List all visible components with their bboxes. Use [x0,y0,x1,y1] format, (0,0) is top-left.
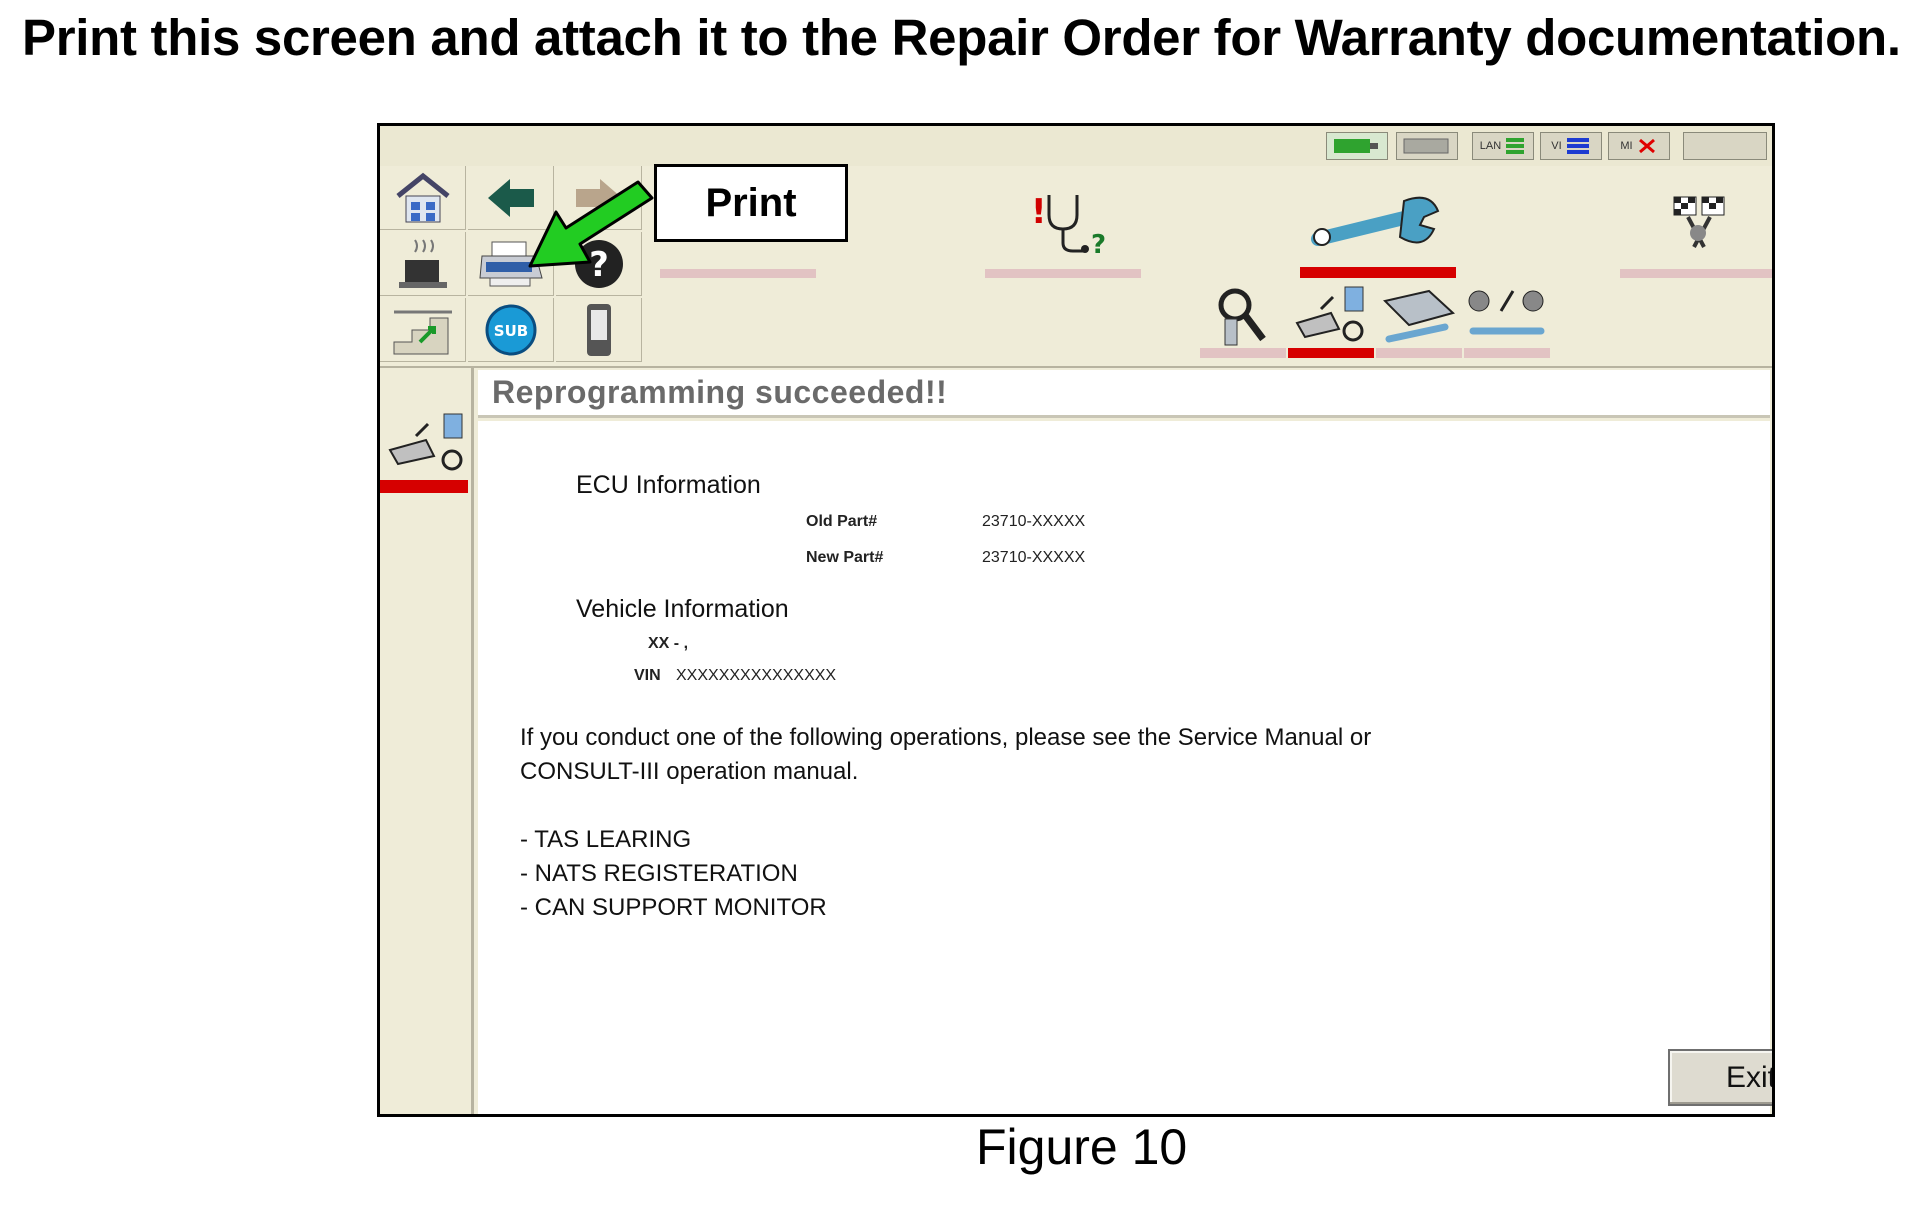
subtab-spark-plug[interactable] [1200,274,1286,358]
signal-bars-icon [1566,138,1589,154]
plug-icon [1334,139,1378,153]
battery-icon [1403,138,1449,154]
sub-icon: SUB [485,304,536,355]
exit-button[interactable]: Exit [1668,1049,1772,1106]
old-part-label: Old Part# [806,513,878,530]
callout-arrow [528,180,654,268]
new-part-label: New Part# [806,549,884,566]
subtab-work-support[interactable] [1464,274,1550,358]
list-item: - TAS LEARING [520,826,692,853]
status-bar: LAN VI MI [380,126,1772,166]
instruction-text: Print this screen and attach it to the R… [22,9,1901,66]
coffee-cup-icon [398,238,447,288]
lan-indicator: LAN [1472,132,1534,160]
vin-value: XXXXXXXXXXXXXXX [676,667,837,684]
blank-indicator [1683,132,1767,160]
vehicle-model: XX - , [648,635,689,652]
left-sidebar [380,368,474,1114]
svg-text:!: ! [1031,192,1047,232]
printer-icon [478,241,543,286]
list-item: - CAN SUPPORT MONITOR [520,894,827,921]
device-button[interactable] [556,298,642,362]
stethoscope-icon: !? [1031,192,1106,257]
figure-caption: Figure 10 [976,1119,1188,1175]
svg-text:?: ? [589,245,609,285]
ecu-info-heading: ECU Information [576,471,761,499]
tab-maintenance[interactable] [1620,166,1772,278]
subtab-ecu-tools[interactable] [1376,274,1462,358]
sub-mode-button[interactable]: SUB [468,298,554,362]
spark-plug-icon [1218,288,1266,346]
svg-text:SUB: SUB [493,322,527,340]
tab-blank [660,166,816,278]
old-part-value: 23710-XXXXX [982,513,1086,530]
screen-capture-button[interactable] [380,232,466,296]
consult-screen: LAN VI MI ? [377,123,1775,1117]
work-support-icon [1468,290,1545,335]
back-button[interactable] [468,166,554,230]
ecu-tool-icon [1383,289,1456,343]
new-part-value: 23710-XXXXX [982,549,1086,566]
vehicle-info-heading: Vehicle Information [576,595,789,623]
help-icon: ? [574,239,623,288]
battery-indicator [1396,132,1458,160]
home-button[interactable] [380,166,466,230]
home-icon [395,172,450,222]
mi-indicator: MI [1608,132,1670,160]
sidebar-active-indicator [380,480,468,493]
vi-connection-indicator [1326,132,1388,160]
settings-button[interactable] [380,298,466,362]
wrench-icon [1311,196,1440,246]
signal-bars-icon [1506,138,1525,154]
back-arrow-icon [487,178,534,217]
notice-line-2: CONSULT-III operation manual. [520,758,859,785]
sidebar-item-reprogramming[interactable] [384,408,470,478]
result-panel: ECU Information Old Part# 23710-XXXXX Ne… [478,421,1772,1114]
tab-repair[interactable] [1300,166,1456,278]
reprogramming-icon [388,413,463,471]
vin-label: VIN [634,667,661,684]
toolbar: ? SUB [380,166,645,366]
handset-icon [586,303,611,356]
subtab-reprogramming[interactable] [1288,274,1374,358]
notice-line-1: If you conduct one of the following oper… [520,724,1372,751]
list-item: - NATS REGISTERATION [520,860,798,887]
tab-diagnosis[interactable]: !? [985,166,1141,278]
print-callout: Print [654,164,848,242]
page-title: Reprogramming succeeded!! [478,370,1770,418]
svg-text:?: ? [1091,230,1106,257]
staircase-icon [393,310,452,354]
reprogramming-icon [1295,286,1364,342]
close-icon [1638,138,1655,154]
vi-indicator: VI [1540,132,1602,160]
checkered-flag-icon [1673,196,1725,248]
